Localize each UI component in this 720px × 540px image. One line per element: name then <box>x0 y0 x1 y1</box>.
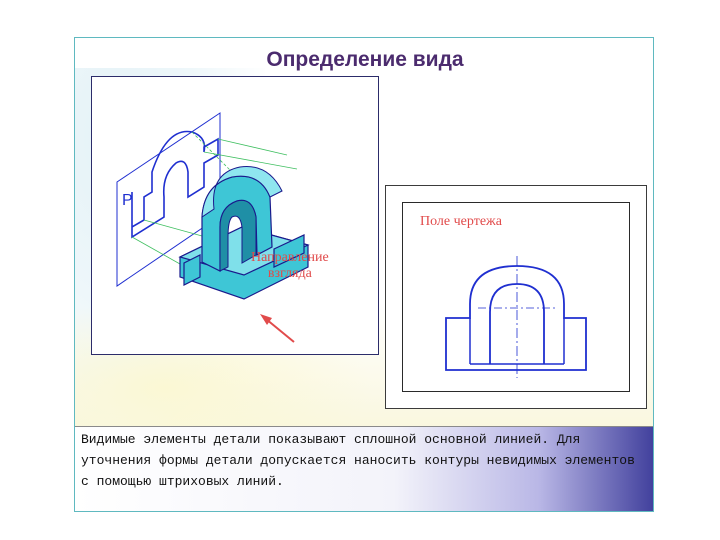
part-right-lug <box>273 234 305 268</box>
isometric-view-panel: P <box>91 76 379 355</box>
projection-line <box>217 138 288 156</box>
direction-label-line1: Направление <box>251 250 329 265</box>
view-direction-label: Направление взгляда <box>251 250 329 282</box>
front-view-outer-contour <box>445 265 587 371</box>
arrowhead-icon <box>260 314 272 325</box>
front-view-drawing <box>445 256 587 378</box>
part-left-lug <box>183 254 201 286</box>
isometric-part-illustration: P <box>116 112 310 343</box>
drawing-field-panel: Поле чертежа <box>385 185 647 409</box>
caption-text: Видимые элементы детали показывают сплош… <box>81 432 635 489</box>
part-arch-top <box>201 166 283 218</box>
drawing-field-border <box>402 202 630 392</box>
drawing-field-label: Поле чертежа <box>420 214 502 229</box>
view-direction-arrow <box>265 318 295 343</box>
slide: Определение вида P <box>74 37 654 512</box>
direction-label-line2: взгляда <box>267 266 312 281</box>
caption-band: Видимые элементы детали показывают сплош… <box>75 426 653 511</box>
part-arch-inner <box>219 199 257 272</box>
projection-line <box>191 131 243 183</box>
projection-line <box>203 151 298 170</box>
plane-label: P <box>122 192 133 209</box>
slide-title: Определение вида <box>266 48 464 71</box>
